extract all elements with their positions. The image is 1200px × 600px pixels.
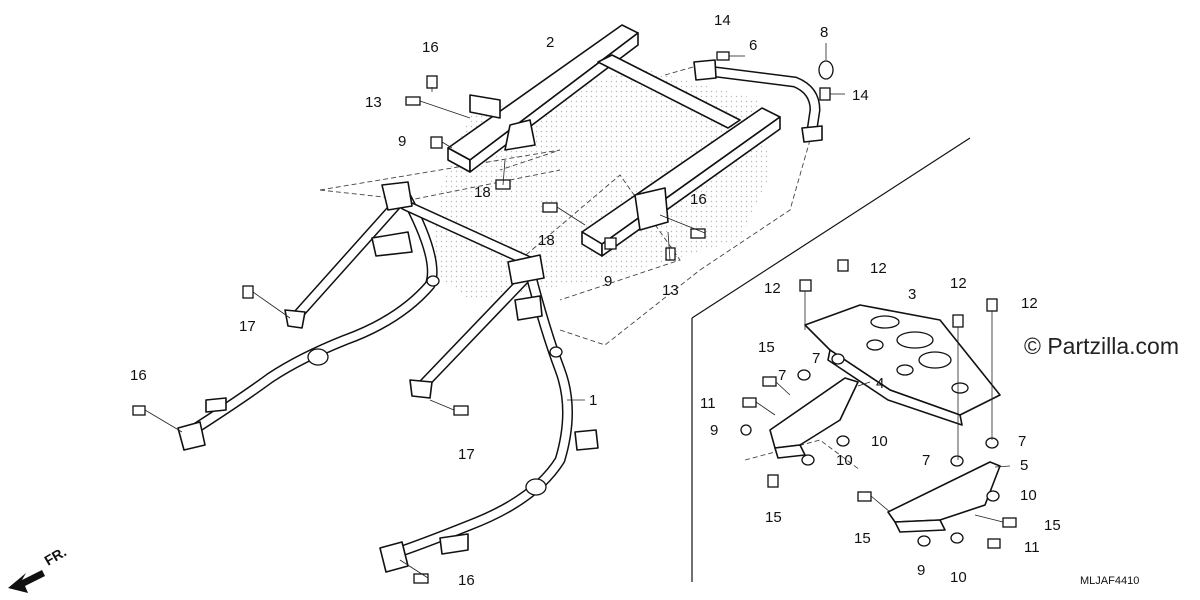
callout-4: 4: [876, 375, 884, 392]
callout-11: 11: [700, 395, 716, 412]
callout-10: 10: [950, 569, 967, 586]
callout-17: 17: [458, 446, 475, 463]
front-direction-arrow-icon: [8, 570, 45, 593]
callout-6: 6: [749, 37, 757, 54]
leader-lines: [144, 43, 1011, 579]
rear-tubular-frame: [177, 181, 599, 573]
callout-labels: 1 2 3 4 5 6 7 7 7 7 8 9 9 9 9 10 10 10 1…: [130, 12, 1061, 589]
callout-11: 11: [1024, 539, 1040, 556]
callout-7: 7: [778, 367, 786, 384]
callout-15: 15: [758, 339, 775, 356]
callout-7: 7: [812, 350, 820, 367]
callout-5: 5: [1020, 457, 1028, 474]
callout-9: 9: [398, 133, 406, 150]
callout-9: 9: [604, 273, 612, 290]
callout-12: 12: [764, 280, 781, 297]
upper-rear-frame: [447, 24, 781, 257]
grab-rail: [693, 59, 823, 143]
direction-label: FR.: [42, 543, 70, 568]
callout-16: 16: [130, 367, 147, 384]
callout-10: 10: [836, 452, 853, 469]
callout-10: 10: [1020, 487, 1037, 504]
callout-2: 2: [546, 34, 554, 51]
callout-13: 13: [662, 282, 679, 299]
callout-15: 15: [1044, 517, 1061, 534]
right-bracket: [887, 461, 1001, 533]
callout-8: 8: [820, 24, 828, 41]
left-bracket: [769, 377, 859, 459]
callout-17: 17: [239, 318, 256, 335]
callout-16: 16: [690, 191, 707, 208]
callout-10: 10: [871, 433, 888, 450]
callout-12: 12: [1021, 295, 1038, 312]
carrier-plate: [804, 304, 1001, 426]
callout-16: 16: [422, 39, 439, 56]
callout-18: 18: [538, 232, 555, 249]
callout-7: 7: [1018, 433, 1026, 450]
callout-12: 12: [870, 260, 887, 277]
watermark-text: © Partzilla.com: [1024, 333, 1179, 359]
callout-14: 14: [714, 12, 731, 29]
callout-9: 9: [710, 422, 718, 439]
callout-12: 12: [950, 275, 967, 292]
callout-18: 18: [474, 184, 491, 201]
callout-3: 3: [908, 286, 916, 303]
diagram-code: MLJAF4410: [1080, 575, 1139, 587]
callout-9: 9: [917, 562, 925, 579]
callout-13: 13: [365, 94, 382, 111]
callout-14: 14: [852, 87, 869, 104]
callout-15: 15: [765, 509, 782, 526]
callout-16: 16: [458, 572, 475, 589]
callout-15: 15: [854, 530, 871, 547]
callout-1: 1: [589, 392, 597, 409]
inset-divider: [691, 137, 971, 582]
callout-7: 7: [922, 452, 930, 469]
